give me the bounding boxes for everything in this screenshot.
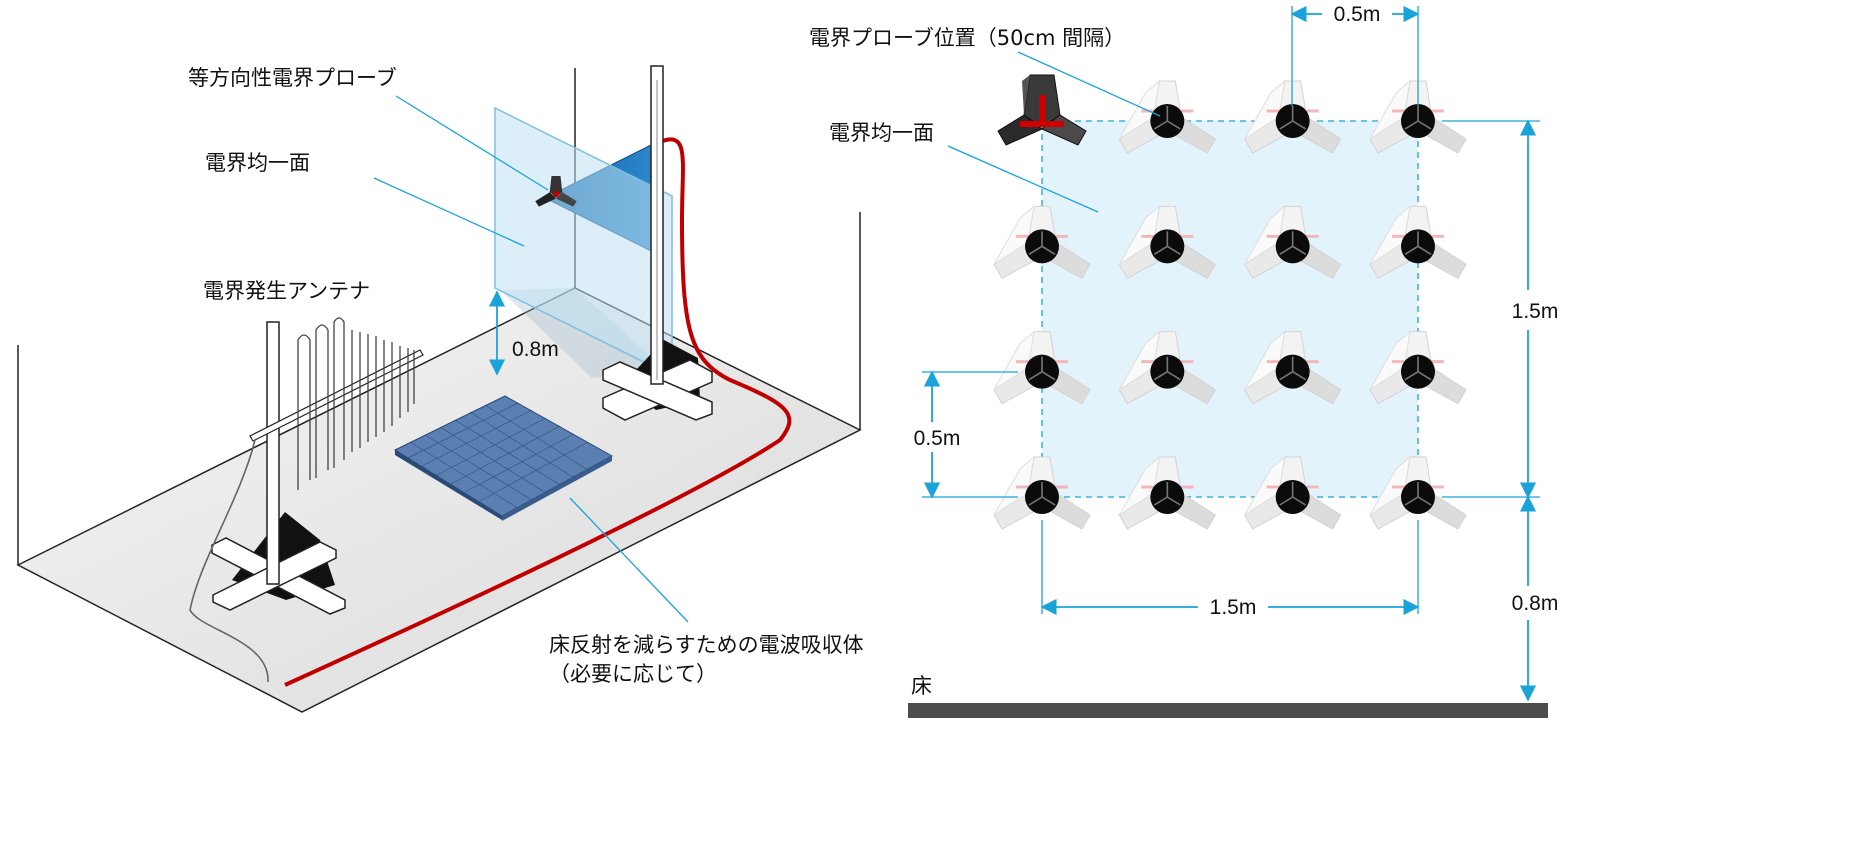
label-spacing-left: 0.5m [914,427,961,450]
label-uniform-field-right: 電界均一面 [829,121,934,145]
label-width-bottom: 1.5m [1210,596,1257,619]
leader-probe-positions [1017,51,1161,117]
label-probe-positions: 電界プローブ位置（50cm 間隔） [809,26,1125,50]
label-floor: 床 [911,674,932,698]
probe-cable [284,137,792,687]
antenna [189,317,424,683]
iso-probe [535,176,577,207]
label-probe: 等方向性電界プローブ [188,66,397,90]
label-floor-height: 0.8m [1512,592,1559,615]
probe-stand [602,65,713,421]
rf-absorber [393,395,614,521]
label-height-right: 1.5m [1512,300,1559,323]
left-diagram: 等方向性電界プローブ 電界均一面 電界発生アンテナ 0.8m 床反射を減らすため… [16,65,864,713]
label-uniform-field-left: 電界均一面 [205,151,310,175]
label-spacing-top: 0.5m [1334,3,1381,26]
label-height: 0.8m [512,338,559,361]
leader-uniform-field [947,145,1099,213]
uniform-field-area [1041,120,1419,498]
leader-absorber [569,497,689,623]
reference-probe [997,74,1087,146]
right-diagram: 0.5m 1.5m 0.5m 1.5m 0.8m 床 電界プローブ位置 [809,3,1558,718]
leader-plane [373,177,525,247]
leader-probe [395,95,549,191]
floor-bar [908,703,1548,718]
label-absorber-line1: 床反射を減らすための電波吸収体 [549,633,864,657]
label-absorber-line2: （必要に応じて） [549,662,717,686]
label-antenna: 電界発生アンテナ [203,279,370,303]
